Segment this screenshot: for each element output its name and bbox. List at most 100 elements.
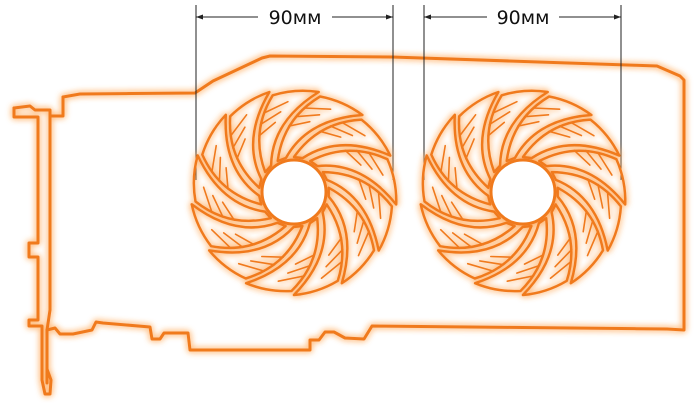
fan-blade-rib <box>234 233 255 246</box>
dimension-group-right: 90мм <box>423 5 622 180</box>
card-outline-group <box>12 54 686 396</box>
fan-blade-rib <box>202 186 213 214</box>
fan-blade <box>457 90 500 190</box>
fan-blade-rib <box>258 121 277 137</box>
fan-blade-rib <box>548 130 571 138</box>
fan-blade-rib <box>232 126 246 149</box>
fan-blade-rib <box>367 151 384 176</box>
fan-blade <box>228 90 271 190</box>
fan-blade-rib <box>225 167 229 190</box>
fan-blade-rib <box>586 230 599 257</box>
fan-blade <box>207 224 304 280</box>
fan-blade-rib <box>515 264 541 274</box>
dim-left-arrowhead-end <box>386 14 393 20</box>
fan-blade <box>538 149 627 206</box>
fan-blade-rib <box>250 260 276 266</box>
fan-blade-rib <box>451 232 473 249</box>
fan-blade-rib <box>466 262 495 272</box>
fan-blade-rib <box>357 178 367 200</box>
fan-blade-rib <box>523 114 550 118</box>
fan-blade-rib <box>277 275 306 283</box>
fan-blade <box>309 149 398 206</box>
fan-blade-rib <box>211 144 217 173</box>
fan-blade-rib <box>487 121 506 137</box>
fan-blade-rib <box>221 201 235 221</box>
fan-blade-rib <box>586 178 596 200</box>
fan-blade-rib <box>303 107 332 110</box>
fan-blade <box>276 95 364 163</box>
bracket-top <box>12 95 65 118</box>
fan-blade-rib <box>237 262 266 272</box>
fan-blade <box>321 170 394 252</box>
fan-blade-rib <box>368 183 375 209</box>
fan-blade-rib <box>447 156 451 183</box>
fan-blade-rib <box>319 130 342 138</box>
fan-blade <box>430 113 492 206</box>
fan-blade-rib <box>288 120 311 127</box>
fan-blade <box>419 203 516 250</box>
fan-blade-rib <box>431 186 442 214</box>
fan-blade-rib <box>506 275 535 283</box>
fan-blade-rib <box>523 253 545 265</box>
fan-blade-rib <box>344 149 362 166</box>
fan-blade <box>190 203 287 250</box>
fan-blade-rib <box>596 151 613 176</box>
fan-blade <box>505 95 593 163</box>
fan-blade-rib <box>556 237 572 256</box>
fan-blade-rib <box>491 100 518 114</box>
fan-blade-rib <box>606 190 611 220</box>
io-bracket <box>12 106 53 396</box>
fan-blade-rib <box>458 114 477 137</box>
fan-blade-rib <box>488 111 511 126</box>
fan-blade <box>550 170 623 252</box>
fan-blade-rib <box>286 264 312 274</box>
dimension-label-right: 90мм <box>497 7 550 29</box>
fan-blade-rib <box>236 138 246 160</box>
fan-blade <box>327 186 376 285</box>
fan-blade-rib <box>584 149 602 170</box>
fan-blade-rib <box>340 121 366 137</box>
fan-blade-rib <box>212 194 224 219</box>
dim-right-arrowhead-start <box>424 14 431 20</box>
fan-blade-rib <box>554 248 573 268</box>
dimension-label-left: 90мм <box>269 7 322 29</box>
fan-blade-rib <box>465 138 475 160</box>
fan-blade-rib <box>222 232 244 249</box>
fan-blade-rib <box>585 219 594 244</box>
fan-blade-rib <box>356 219 365 244</box>
fan-blade-rib <box>325 248 344 268</box>
fan-blade-rib <box>440 144 447 173</box>
fan-blade-rib <box>573 149 591 166</box>
fan-blade-rib <box>517 120 540 127</box>
fan-blade-rib <box>461 126 475 149</box>
fan-blade-rib <box>259 111 282 126</box>
fan-blade <box>292 203 344 297</box>
dimension-group-left: 90мм <box>195 5 394 180</box>
fan-blade-rib <box>294 114 321 118</box>
fan-blade <box>436 224 533 280</box>
fan-blade-rib <box>377 190 382 220</box>
fan-blade-rib <box>450 201 465 221</box>
fan-blade <box>473 216 549 293</box>
fan-blade <box>486 89 549 174</box>
fan-blade-rib <box>353 209 359 233</box>
fan-blade-rib <box>327 237 343 256</box>
card-outline <box>45 54 686 385</box>
fan-blade <box>556 186 605 285</box>
dim-left-arrowhead-start <box>196 14 203 20</box>
fan-blade-rib <box>218 156 222 183</box>
fan-hub <box>260 158 328 226</box>
fan-blade-rib <box>320 260 344 280</box>
fan-blade-rib <box>229 114 248 137</box>
fan-blade-rib <box>355 149 373 170</box>
fan-blade-rib <box>558 125 583 137</box>
fan-blade-rib <box>582 209 588 233</box>
fan-blade-rib <box>439 228 461 250</box>
fan-blade-rib <box>569 121 595 137</box>
fan-blade-rib <box>329 125 354 137</box>
fan-blade-rib <box>532 107 561 110</box>
fan-blade <box>521 118 621 160</box>
fan-hub <box>489 158 557 226</box>
fan-blade <box>521 203 573 297</box>
